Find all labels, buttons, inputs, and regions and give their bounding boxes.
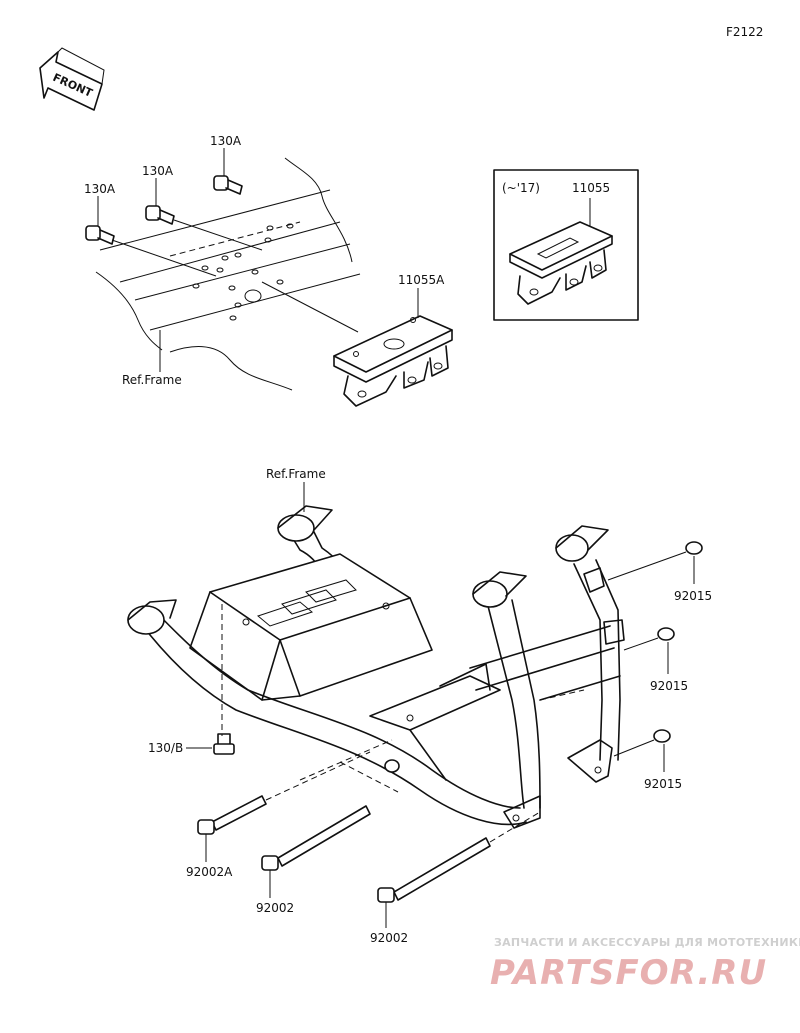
label-long-bolt-92002-2: 92002 <box>370 931 408 945</box>
label-bolt-130a-1: 130A <box>84 182 116 196</box>
watermark-tagline: ЗАПЧАСТИ И АКСЕССУАРЫ ДЛЯ МОТОТЕХНИКИ <box>494 936 800 949</box>
guard-frame <box>127 505 625 829</box>
bracket-11055a <box>333 315 453 407</box>
long-bolt-92002-2 <box>377 811 541 903</box>
inset-panel: (~'17) 11055 <box>493 169 639 321</box>
label-ref-frame-bottom: Ref.Frame <box>266 467 326 481</box>
bolt-130b <box>213 604 235 755</box>
long-bolt-92002-1 <box>261 805 371 871</box>
front-arrow-label: FRONT <box>51 71 95 100</box>
label-collar-92015-3: 92015 <box>644 777 682 791</box>
label-bolt-130b: 130/B <box>148 741 183 755</box>
bolt-130a-3 <box>213 175 243 195</box>
label-long-bolt-92002-1: 92002 <box>256 901 294 915</box>
collar-spacer <box>384 759 400 773</box>
frame-crossmember-top <box>95 157 361 391</box>
collar-92015-1 <box>607 541 703 581</box>
label-collar-92015-1: 92015 <box>674 589 712 603</box>
watermark: ЗАПЧАСТИ И АКСЕССУАРЫ ДЛЯ МОТОТЕХНИКИ PA… <box>490 936 800 993</box>
label-ref-frame-top: Ref.Frame <box>122 373 182 387</box>
label-bolt-130a-2: 130A <box>142 164 174 178</box>
label-bracket-11055: 11055 <box>572 181 610 195</box>
label-bracket-11055a: 11055A <box>398 273 445 287</box>
label-bolt-130a-3: 130A <box>210 134 242 148</box>
front-arrow-icon: FRONT <box>39 47 105 111</box>
inset-date-label: (~'17) <box>502 181 540 195</box>
bolt-130a-2 <box>145 205 263 251</box>
collar-92015-3 <box>613 729 671 757</box>
long-bolt-92002a <box>197 751 371 835</box>
label-collar-92015-2: 92015 <box>650 679 688 693</box>
label-long-bolt-92002a: 92002A <box>186 865 233 879</box>
collar-92015-2 <box>623 627 675 651</box>
page-code: F2122 <box>726 25 763 39</box>
bolt-130a-1 <box>85 225 217 277</box>
bracket-11055 <box>509 221 613 305</box>
watermark-logo: PARTSFOR.RU <box>490 953 767 993</box>
frame-holes <box>192 223 294 321</box>
